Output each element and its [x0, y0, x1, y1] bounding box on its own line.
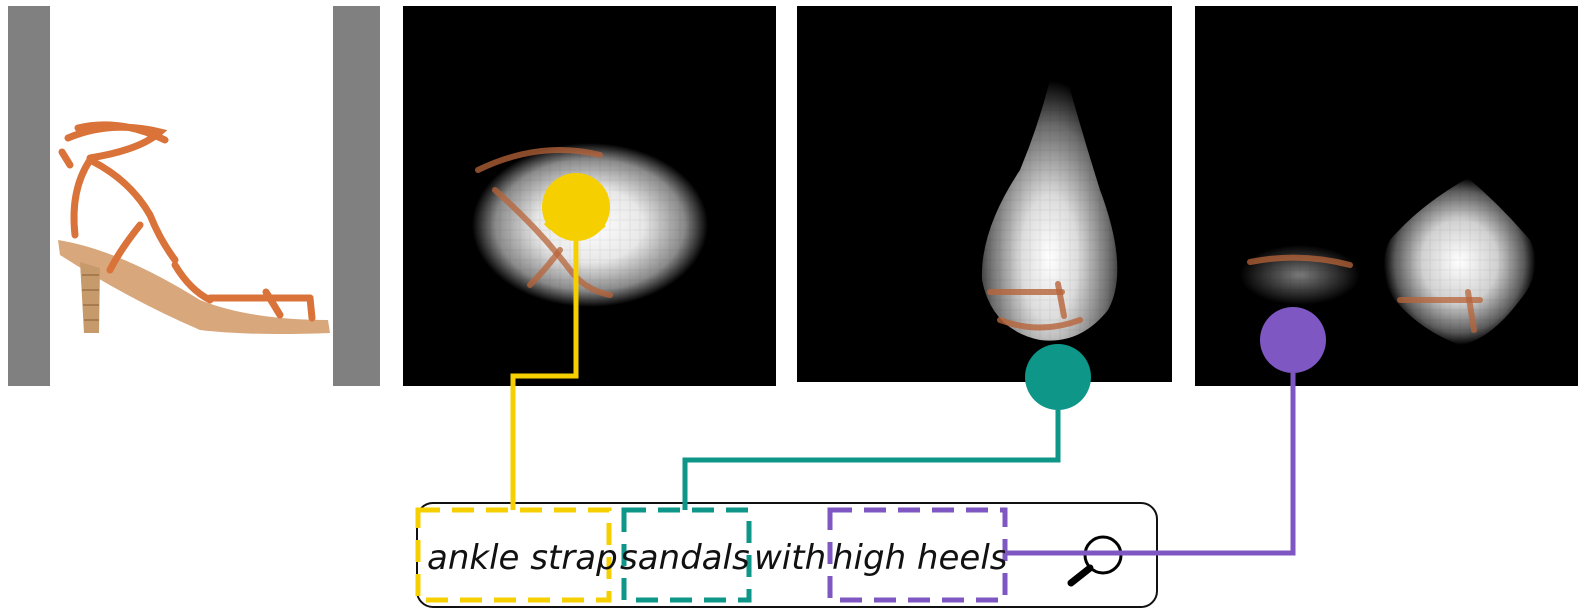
- photo-right-bar: [333, 6, 380, 386]
- attention-map-sandals: [797, 6, 1172, 410]
- token-box-ankle-strap: [415, 507, 612, 603]
- sandal-straps: [58, 121, 316, 322]
- token-sandals: sandals: [620, 538, 750, 578]
- marker-high-heels: [1260, 307, 1326, 373]
- connector-ankle-strap: [510, 241, 579, 510]
- photo-left-bar: [8, 6, 50, 386]
- connector-sandals: [682, 410, 1061, 510]
- attention-map-ankle-strap: [403, 6, 776, 386]
- product-photo-panel: [8, 6, 380, 386]
- token-box-sandals: [621, 507, 752, 603]
- token-with: with: [754, 538, 826, 578]
- token-high-heels: high heels: [832, 538, 1007, 578]
- sandal-sole: [58, 240, 330, 334]
- sandal-heel: [80, 262, 100, 333]
- marker-sandals: [1025, 344, 1091, 410]
- search-query-box[interactable]: ankle strap sandals with high heels: [415, 502, 1158, 608]
- connectors: [510, 241, 1296, 556]
- attention-map-high-heels: [1195, 6, 1578, 386]
- token-ankle-strap: ankle strap: [427, 538, 618, 578]
- connector-high-heels: [1005, 373, 1296, 556]
- marker-ankle-strap: [542, 173, 610, 241]
- sandal-illustration: [58, 121, 330, 334]
